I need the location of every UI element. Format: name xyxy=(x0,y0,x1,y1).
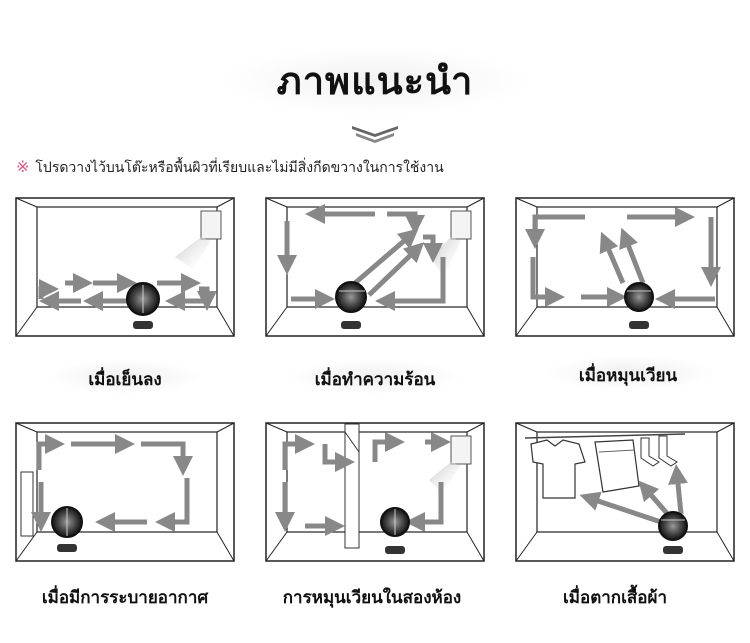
diagram-circulation xyxy=(515,197,735,337)
fan-icon xyxy=(624,282,654,329)
usage-note: ※ โปรดวางไว้บนโต๊ะหรือพื้นผิวที่เรียบและไ… xyxy=(16,157,444,179)
note-text: โปรดวางไว้บนโต๊ะหรือพื้นผิวที่เรียบและไม… xyxy=(35,160,444,176)
fan-icon xyxy=(126,282,160,329)
air-conditioner-icon xyxy=(200,210,222,240)
air-conditioner-icon xyxy=(450,210,472,240)
diagram-heating xyxy=(265,197,485,337)
partition-wall-icon xyxy=(344,423,360,549)
shirt-icon xyxy=(530,439,586,499)
caption-two-room: การหมุนเวียนในสองห้อง xyxy=(282,588,462,608)
title-backdrop xyxy=(220,46,530,116)
window-icon xyxy=(20,471,34,537)
caption-backdrop-2 xyxy=(290,360,460,394)
page-title: ภาพแนะนำ xyxy=(276,58,474,103)
caption-backdrop-3 xyxy=(545,356,715,390)
fan-icon xyxy=(335,281,367,329)
towel-icon xyxy=(594,439,640,493)
caption-ventilation: เมื่อมีการระบายอากาศ xyxy=(41,588,209,608)
diagram-ventilation xyxy=(15,422,235,562)
caption-circulation: เมื่อหมุนเวียน xyxy=(578,366,678,386)
air-conditioner-icon xyxy=(450,435,472,465)
caption-cooling: เมื่อเย็นลง xyxy=(88,370,162,390)
caption-heating: เมื่อทำความร้อน xyxy=(314,370,436,390)
diagram-cooling xyxy=(15,197,235,337)
fan-icon xyxy=(51,506,83,552)
caption-backdrop-1 xyxy=(50,360,200,394)
note-mark-icon: ※ xyxy=(16,157,30,176)
fan-icon xyxy=(380,507,410,554)
socks-icon xyxy=(640,435,678,467)
diagram-two-room xyxy=(265,422,485,562)
diagram-drying-clothes xyxy=(515,422,735,562)
caption-drying-clothes: เมื่อตากเสื้อผ้า xyxy=(562,588,667,608)
chevron-down-icon xyxy=(352,126,398,143)
clothesline xyxy=(524,433,686,439)
fan-icon xyxy=(658,511,688,554)
